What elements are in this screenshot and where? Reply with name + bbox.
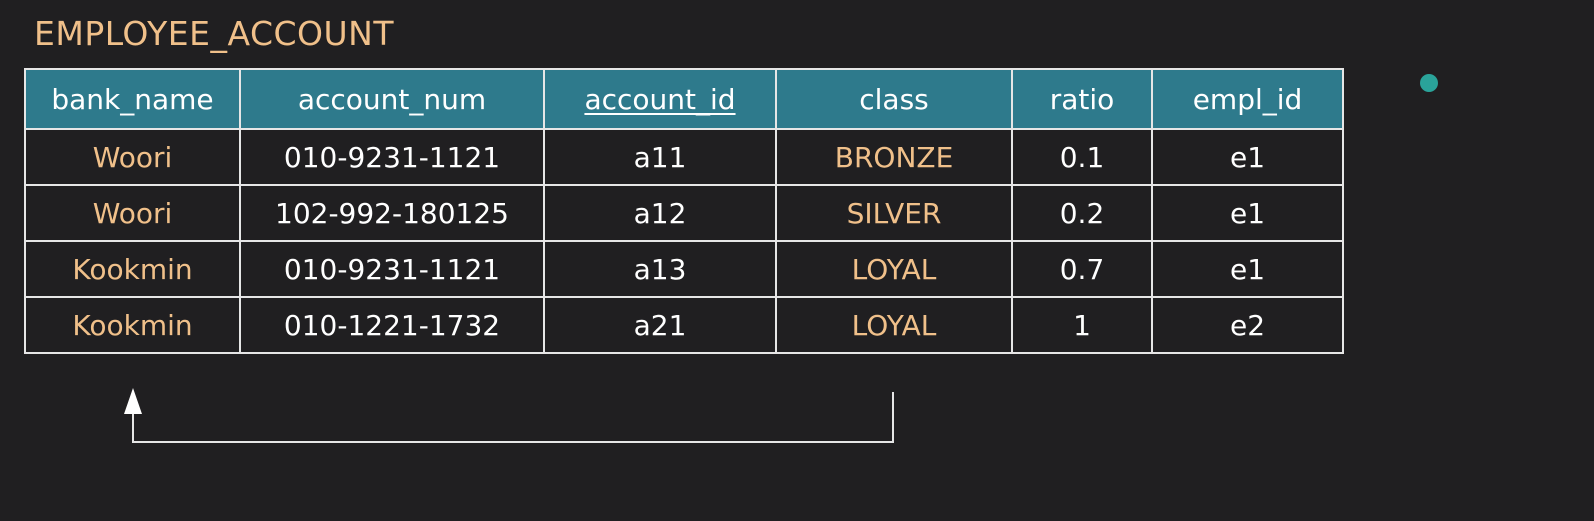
- column-header-account-id-primary-key: account_id: [543, 68, 777, 130]
- cell-class: LOYAL: [775, 296, 1013, 354]
- cell-ratio: 1: [1011, 296, 1153, 354]
- cell-account-num: 102-992-180125: [239, 184, 545, 242]
- header-row: bank_name account_num account_id class r…: [24, 68, 1344, 130]
- employee-account-table: bank_name account_num account_id class r…: [24, 68, 1344, 354]
- cell-ratio: 0.1: [1011, 128, 1153, 186]
- table-row: Kookmin 010-1221-1732 a21 LOYAL 1 e2: [24, 296, 1344, 354]
- column-header-bank-name: bank_name: [24, 68, 241, 130]
- table-row: Woori 010-9231-1121 a11 BRONZE 0.1 e1: [24, 128, 1344, 186]
- cell-account-num: 010-9231-1121: [239, 240, 545, 298]
- arrowhead-up-icon: [124, 388, 142, 414]
- column-header-account-num: account_num: [239, 68, 545, 130]
- cell-account-num: 010-1221-1732: [239, 296, 545, 354]
- cell-ratio: 0.2: [1011, 184, 1153, 242]
- teal-dot-icon: [1420, 74, 1438, 92]
- cell-bank-name: Woori: [24, 184, 241, 242]
- cell-ratio: 0.7: [1011, 240, 1153, 298]
- cell-empl-id: e2: [1151, 296, 1344, 354]
- dependency-line: [132, 392, 894, 443]
- cell-empl-id: e1: [1151, 128, 1344, 186]
- cell-account-num: 010-9231-1121: [239, 128, 545, 186]
- cell-bank-name: Kookmin: [24, 296, 241, 354]
- column-header-class: class: [775, 68, 1013, 130]
- column-header-empl-id: empl_id: [1151, 68, 1344, 130]
- cell-account-id: a11: [543, 128, 777, 186]
- cell-account-id: a13: [543, 240, 777, 298]
- table-row: Woori 102-992-180125 a12 SILVER 0.2 e1: [24, 184, 1344, 242]
- cell-bank-name: Kookmin: [24, 240, 241, 298]
- cell-bank-name: Woori: [24, 128, 241, 186]
- relation-title: EMPLOYEE_ACCOUNT: [34, 14, 395, 53]
- cell-empl-id: e1: [1151, 240, 1344, 298]
- column-header-ratio: ratio: [1011, 68, 1153, 130]
- table-row: Kookmin 010-9231-1121 a13 LOYAL 0.7 e1: [24, 240, 1344, 298]
- cell-account-id: a21: [543, 296, 777, 354]
- cell-account-id: a12: [543, 184, 777, 242]
- cell-class: SILVER: [775, 184, 1013, 242]
- cell-class: LOYAL: [775, 240, 1013, 298]
- cell-empl-id: e1: [1151, 184, 1344, 242]
- cell-class: BRONZE: [775, 128, 1013, 186]
